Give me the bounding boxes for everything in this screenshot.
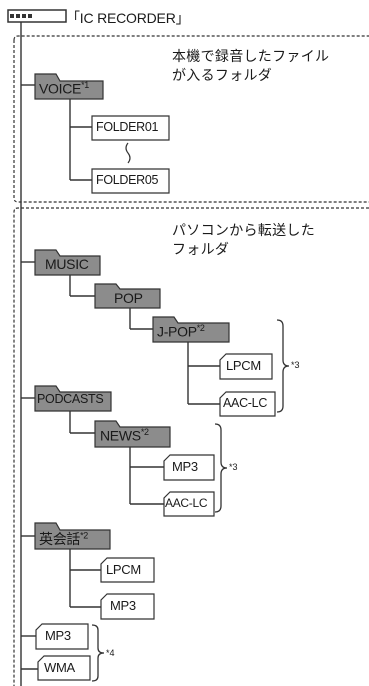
box-root-mp3: [35, 623, 89, 650]
tree-lines: [20, 22, 220, 686]
box-eikaiwa-lpcm: [100, 557, 155, 583]
device-label: 「IC RECORDER」: [66, 10, 190, 26]
folder-eikaiwa: 英会話*2: [39, 529, 88, 549]
folder-shape-news: [94, 420, 171, 448]
folder-shape-music: [34, 249, 101, 276]
box-folder01: [91, 115, 170, 141]
folder-eikaiwa-lpcm: LPCM: [106, 562, 141, 577]
folder-pop: POP: [114, 290, 143, 306]
folder-jpop-lpcm: LPCM: [226, 358, 261, 373]
folder-root-mp3: MP3: [45, 628, 71, 643]
folder-jpop-mark: *2: [196, 323, 205, 333]
brace-root: [91, 624, 105, 682]
folder-news-mp3: MP3: [172, 459, 198, 474]
folder-shape-podcasts: [34, 385, 112, 412]
folder-voice: VOICE*1: [39, 80, 89, 97]
folder-news-aaclc: AAC-LC: [165, 496, 208, 510]
bracket-mark-jpop: *3: [291, 360, 300, 370]
folder-jpop-label: J-POP: [157, 323, 197, 340]
pc-area-description-line2: フォルダ: [172, 241, 230, 257]
folder-news-mark: *2: [140, 427, 149, 437]
folder-news: NEWS*2: [100, 427, 149, 444]
folder-news-label: NEWS: [100, 427, 141, 444]
brace-jpop: [276, 319, 290, 413]
bracket-mark-news: *3: [229, 462, 238, 472]
pc-area-description-line1: パソコンから転送した: [172, 222, 315, 238]
voice-area-description-line1: 本機で録音したファイル: [172, 48, 330, 64]
box-folder05: [91, 168, 170, 194]
box-root-wma: [37, 655, 91, 681]
folder-voice-mark: *1: [81, 80, 89, 90]
pc-area-box: [13, 207, 369, 686]
folder-jpop: J-POP*2: [157, 323, 205, 340]
folder-podcasts: PODCASTS: [37, 392, 104, 406]
ellipsis-mark: [125, 142, 131, 164]
folder-shape-jpop: [152, 316, 230, 343]
folder-eikaiwa-label: 英会話: [39, 531, 81, 547]
voice-area-description-line2: が入るフォルダ: [172, 67, 273, 83]
box-news-mp3: [163, 454, 215, 481]
folder-eikaiwa-mark: *2: [80, 530, 89, 541]
folder-root-wma: WMA: [44, 660, 75, 675]
folder-shape-pop: [94, 283, 161, 309]
folder-folder05: FOLDER05: [96, 173, 159, 187]
brace-news: [214, 423, 228, 513]
voice-area-box: [13, 40, 369, 203]
box-news-aaclc: [163, 491, 215, 517]
ic-recorder-icon: [7, 9, 67, 23]
bracket-mark-root: *4: [106, 648, 115, 658]
folder-folder01: FOLDER01: [96, 120, 159, 134]
folder-shape-voice: [34, 73, 104, 100]
folder-shape-eikaiwa: [34, 522, 111, 550]
folder-jpop-aaclc: AAC-LC: [223, 396, 268, 410]
folder-voice-label: VOICE: [39, 80, 82, 97]
box-eikaiwa-mp3: [100, 593, 155, 620]
box-jpop-aaclc: [219, 391, 276, 417]
box-jpop-lpcm: [219, 353, 273, 380]
folder-eikaiwa-mp3: MP3: [110, 598, 136, 613]
folder-music: MUSIC: [45, 256, 89, 272]
